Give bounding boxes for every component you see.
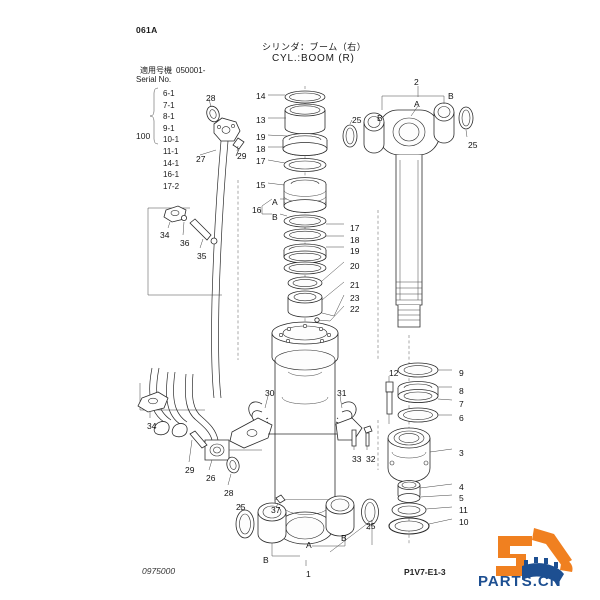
part-callout-B: B [272, 212, 278, 222]
part-callout-18: 18 [256, 144, 266, 154]
serial-value: 050001- [176, 66, 206, 75]
part-callout-22: 22 [350, 304, 360, 314]
part-callout-36: 36 [180, 238, 190, 248]
part-callout-31: 31 [337, 388, 347, 398]
part-callout-27: 27 [196, 154, 206, 164]
serial-item: 11-1 [163, 146, 179, 156]
excavator-logo [496, 528, 573, 584]
part-callout-34: 34 [160, 230, 170, 240]
part-callout-14: 14 [256, 91, 266, 101]
part-callout-34: 34 [147, 421, 157, 431]
title-english: CYL.:BOOM (R) [272, 53, 355, 64]
watermark-text: PARTS.CN [478, 573, 562, 590]
part-callout-13: 13 [256, 115, 266, 125]
part-callout-2: 2 [414, 77, 419, 87]
serial-item: 14-1 [163, 158, 180, 168]
serial-item: 16-1 [163, 170, 180, 180]
part-callout-23: 23 [350, 293, 360, 303]
part-callout-7: 7 [459, 399, 464, 409]
part-callout-28: 28 [206, 93, 216, 103]
part-callout-25: 25 [352, 115, 362, 125]
part-callout-9: 9 [459, 368, 464, 378]
title-japanese: シリンダ：ブーム（右） [262, 42, 367, 52]
part-callout-16: 16 [252, 205, 262, 215]
part-callout-4: 4 [459, 482, 464, 492]
serial-item: 17-2 [163, 181, 180, 191]
serial-item: 7-1 [163, 100, 175, 110]
footer-left-code: 0975000 [142, 566, 176, 576]
watermark: PARTS.CN [476, 514, 596, 594]
part-callout-32: 32 [366, 454, 376, 464]
part-callout-11: 11 [459, 505, 468, 515]
part-callout-29: 29 [185, 465, 195, 475]
serial-item: 9-1 [163, 123, 175, 133]
part-callout-15: 15 [256, 180, 266, 190]
part-callout-3: 3 [459, 448, 464, 458]
part-callout-21: 21 [350, 280, 360, 290]
part-callout-37: 37 [271, 505, 281, 515]
part-callout-6: 6 [459, 413, 464, 423]
part-callout-A: A [306, 540, 312, 550]
part-callout-25: 25 [236, 502, 246, 512]
serial-item: 6-1 [163, 89, 175, 98]
part-callout-20: 20 [350, 261, 360, 271]
serial-label-en: Serial No. [136, 75, 172, 84]
part-callout-A: A [414, 99, 420, 109]
serial-label-jp: 適用号機 [140, 66, 172, 75]
part-callout-29: 29 [237, 151, 247, 161]
part-callout-8: 8 [459, 386, 464, 396]
part-callout-28: 28 [224, 488, 234, 498]
part-callout-17: 17 [350, 223, 360, 233]
part-callout-26: 26 [206, 473, 216, 483]
part-callout-25: 25 [468, 140, 478, 150]
part-callout-35: 35 [197, 251, 207, 261]
part-callout-B: B [377, 113, 383, 123]
part-callout-30: 30 [265, 388, 275, 398]
footer-right-code: P1V7-E1-3 [404, 567, 446, 577]
part-callout-17: 17 [256, 156, 266, 166]
serial-item: 8-1 [163, 112, 175, 122]
part-callout-19: 19 [350, 246, 360, 256]
serial-item: 10-1 [163, 135, 180, 145]
part-callout-25: 25 [366, 521, 376, 531]
part-callout-A: A [272, 197, 278, 207]
part-callout-12: 12 [389, 368, 399, 378]
serial-group-number: 100 [136, 131, 151, 141]
sheet-code: 061A [136, 25, 158, 35]
part-callout-10: 10 [459, 517, 469, 527]
part-callout-B: B [263, 555, 269, 565]
part-callout-B: B [341, 533, 347, 543]
part-callout-1: 1 [306, 569, 311, 579]
part-callout-5: 5 [459, 493, 464, 503]
part-callout-19: 19 [256, 132, 266, 142]
part-callout-B: B [448, 91, 454, 101]
part-callout-18: 18 [350, 235, 360, 245]
part-callout-33: 33 [352, 454, 362, 464]
